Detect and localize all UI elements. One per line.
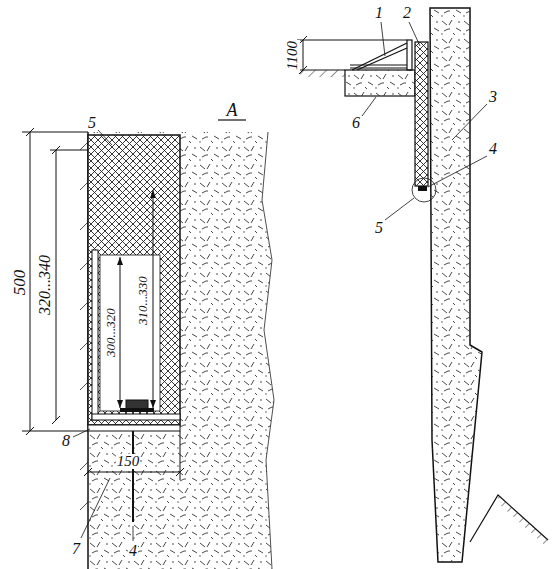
dimension: 310...330 bbox=[136, 275, 149, 326]
callout-number: 5 bbox=[87, 115, 97, 131]
callout-number: 7 bbox=[71, 541, 81, 557]
dimension: 320...340 bbox=[37, 254, 53, 316]
callout-number: 5 bbox=[374, 220, 384, 236]
dimension: 500 bbox=[12, 268, 29, 296]
dimension: 300...320 bbox=[104, 307, 117, 358]
view-label: A bbox=[226, 101, 239, 119]
callout-number: 3 bbox=[488, 89, 498, 105]
callout-number: 6 bbox=[351, 115, 361, 131]
callout-number: 2 bbox=[402, 5, 412, 21]
callout-number: 4 bbox=[128, 543, 138, 559]
dimension: 1100 bbox=[284, 40, 299, 71]
callout-number: 1 bbox=[374, 5, 384, 21]
dimension: 150 bbox=[116, 454, 141, 469]
callout-number: 4 bbox=[488, 141, 498, 157]
callout-number: 8 bbox=[61, 433, 71, 449]
